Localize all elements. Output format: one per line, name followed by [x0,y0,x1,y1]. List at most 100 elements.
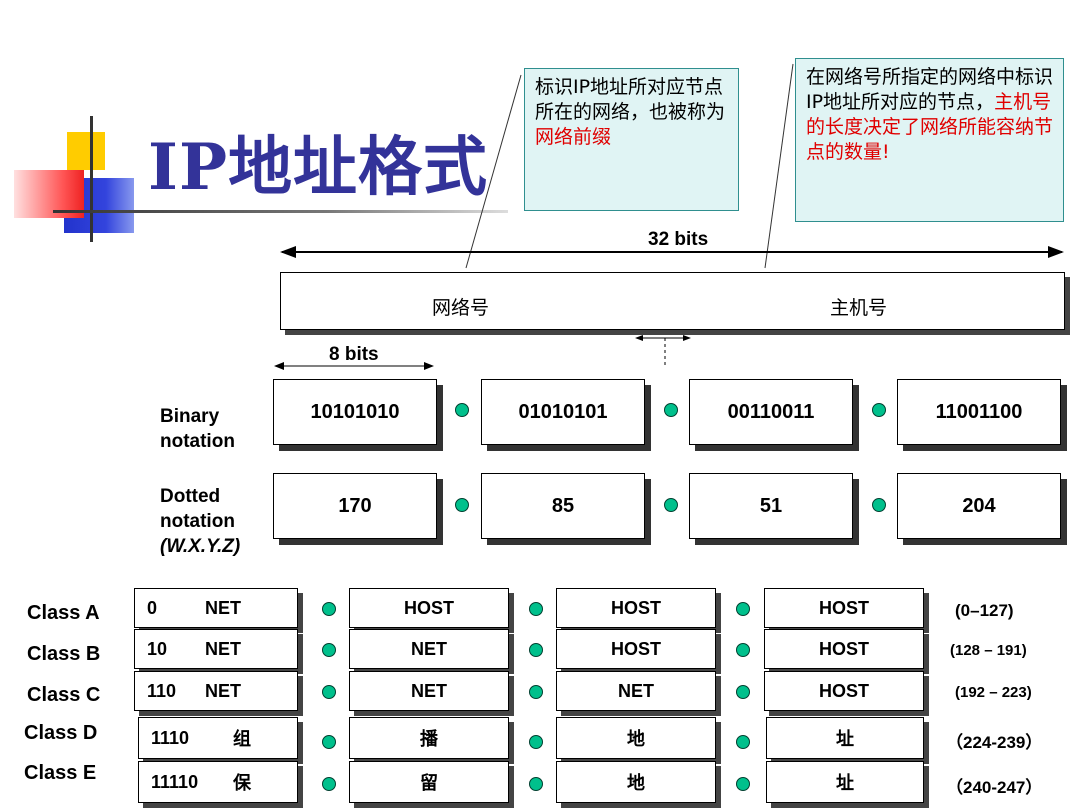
class-c-cell-2: NET [349,671,509,711]
class-b-cell-2: NET [349,629,509,669]
dot-separator [736,643,750,657]
binary-label-line2: notation [160,431,235,452]
octet-bits-arrowhead-right [424,362,434,370]
dot-separator [529,777,543,791]
dotted-octet-3: 51 [689,473,853,539]
class-d-first-cell: 1110 组 [138,717,298,759]
class-a-first-cell: 0 NET [134,588,298,628]
class-a-cell-4: HOST [764,588,924,628]
dot-separator [322,777,336,791]
class-c-first-text: NET [205,680,241,701]
class-a-cell-2: HOST [349,588,509,628]
callout-right-pointer [764,63,794,269]
address-split-bar [280,272,1065,330]
class-e-range: （240-247） [946,778,1043,797]
dot-separator [872,403,886,417]
binary-octet-1: 10101010 [273,379,437,445]
dot-separator [529,602,543,616]
class-d-cell-4: 址 [766,717,924,759]
dot-separator [455,498,469,512]
dot-separator [736,735,750,749]
callout-right-text: 在网络号所指定的网络中标识IP地址所对应的节点， [806,66,1054,113]
dot-separator [664,403,678,417]
class-a-range: (0–127) [955,601,1014,620]
dot-separator [736,685,750,699]
class-c-label: Class C [27,684,101,706]
dot-separator [529,735,543,749]
class-c-first-cell: 110 NET [134,671,298,711]
class-c-prefix: 110 [147,680,177,701]
octet-bits-arrowhead-left [274,362,284,370]
split-arrowhead-left [635,335,643,341]
dot-separator [322,735,336,749]
callout-network-prefix: 标识IP地址所对应节点所在的网络，也被称为网络前缀 [524,68,739,211]
class-b-range: (128 – 191) [950,642,1027,659]
class-b-cell-3: HOST [556,629,716,669]
binary-octet-4: 11001100 [897,379,1061,445]
class-d-prefix: 1110 [151,727,190,748]
callout-left-text: 标识IP地址所对应节点所在的网络，也被称为 [535,76,726,123]
dotted-label-line3: (W.X.Y.Z) [160,536,241,557]
dot-separator [872,498,886,512]
dot-separator [529,685,543,699]
class-d-cell-3: 地 [556,717,716,759]
class-e-first-cell: 11110 保 [138,761,298,803]
class-a-label: Class A [27,602,100,624]
class-b-cell-4: HOST [764,629,924,669]
callout-right-red-text: 主机号的长度决定了网络所能容纳节点的数量! [806,91,1054,163]
class-c-cell-3: NET [556,671,716,711]
binary-octet-3: 00110011 [689,379,853,445]
class-c-cell-4: HOST [764,671,924,711]
callout-left-pointer [465,74,522,269]
class-e-cell-3: 地 [556,761,716,803]
class-b-prefix: 10 [147,638,168,659]
class-b-first-text: NET [205,638,241,659]
class-d-first-text: 组 [233,729,251,750]
total-bits-arrowhead-right [1048,246,1064,258]
class-e-cell-4: 址 [766,761,924,803]
class-a-prefix: 0 [147,597,158,618]
slide-title: IP地址格式 [148,130,489,205]
class-e-label: Class E [24,762,97,784]
dotted-label-line2: notation [160,511,235,532]
dot-separator [664,498,678,512]
dotted-label-line1: Dotted [160,486,221,507]
dot-separator [322,685,336,699]
dot-separator [736,602,750,616]
class-d-range: （224-239） [946,733,1043,752]
callout-left-red-text: 网络前缀 [535,126,612,148]
logo-horizontal-line [53,210,508,213]
class-e-first-text: 保 [233,773,251,794]
logo-yellow-square [67,132,105,170]
binary-notation-label: Binary notation [160,404,235,454]
dotted-octet-1: 170 [273,473,437,539]
class-e-cell-2: 留 [349,761,509,803]
dotted-notation-label: Dotted notation (W.X.Y.Z) [160,484,240,559]
class-a-cell-3: HOST [556,588,716,628]
octet-bits-label: 8 bits [329,344,379,365]
class-c-range: (192 – 223) [955,684,1032,701]
dotted-octet-2: 85 [481,473,645,539]
network-number-label: 网络号 [432,297,490,319]
dotted-octet-4: 204 [897,473,1061,539]
total-bits-arrowhead-left [280,246,296,258]
class-b-label: Class B [27,643,101,665]
dot-separator [529,643,543,657]
callout-host-number: 在网络号所指定的网络中标识IP地址所对应的节点，主机号的长度决定了网络所能容纳节… [795,58,1064,222]
class-b-first-cell: 10 NET [134,629,298,669]
binary-octet-2: 01010101 [481,379,645,445]
class-a-first-text: NET [205,597,241,618]
binary-label-line1: Binary [160,406,220,427]
logo-vertical-line [90,116,93,242]
class-d-cell-2: 播 [349,717,509,759]
split-arrowhead-right [683,335,691,341]
class-e-prefix: 11110 [151,771,199,792]
dot-separator [736,777,750,791]
dot-separator [455,403,469,417]
total-bits-label: 32 bits [648,229,709,250]
class-d-label: Class D [24,722,98,744]
dot-separator [322,643,336,657]
dot-separator [322,602,336,616]
host-number-label: 主机号 [830,297,888,319]
